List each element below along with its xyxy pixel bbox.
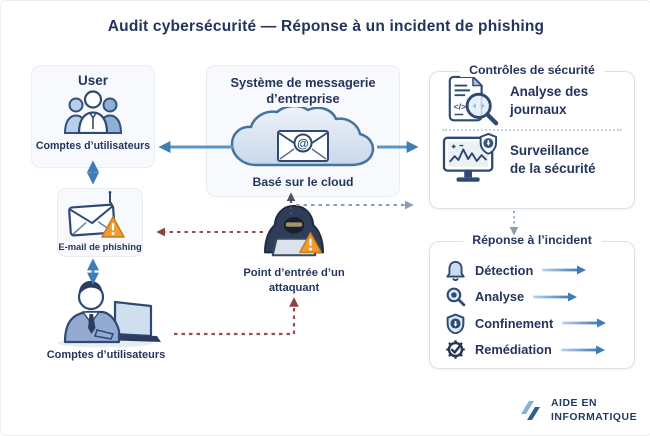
response-step-containment: Confinement [445,310,634,337]
incident-response-panel: Réponse à l’incident Détection [429,233,635,369]
bell-icon [446,260,465,281]
code-glyph: </> [454,101,467,111]
warning-triangle-icon [299,232,322,254]
label-line: Analyse des [510,84,589,100]
attacker-label-line2: attaquant [268,281,320,294]
brand-logo: AIDE EN INFORMATIQUE [519,397,637,424]
flow-arrow-icon [542,265,587,275]
messaging-title-line2: d’entreprise [266,90,340,106]
messaging-title-line1: Système de messagerie [230,75,376,90]
phishing-email-label: E-mail de phishing [58,241,142,252]
response-step-label: Confinement [475,315,554,331]
messaging-caption: Basé sur le cloud [252,175,354,189]
shield-badge-icon [479,132,498,155]
users-group-icon [63,90,123,135]
messaging-system-box: Système de messagerie d’entreprise @ Bas… [206,65,400,197]
response-steps: Détection Analyse [430,242,634,363]
at-symbol: @ [297,137,309,151]
employee-laptop-icon [57,280,161,348]
response-step-label: Remédiation [475,342,552,358]
user-box-title: User [77,73,109,88]
attacker-label: Point d’entrée d’un attaquant [234,266,354,295]
user-box: User Comptes d’utilisateurs [31,65,155,168]
user-box-caption: Comptes d’utilisateurs [35,140,151,152]
arrow-workstation-to-attacker [174,297,299,336]
logo-line1: AIDE EN [551,398,597,409]
gear-check-icon [446,340,465,359]
security-monitoring-icon [442,132,498,182]
flow-arrow-icon [562,318,607,328]
phishing-email-box: E-mail de phishing [57,188,143,257]
response-step-remediation: Remédiation [445,337,634,364]
shield-icon [446,313,465,334]
security-controls-title: Contrôles de sécurité [460,63,604,77]
response-step-label: Détection [475,262,534,278]
incident-response-title: Réponse à l’incident [463,233,601,247]
logo-line2: INFORMATIQUE [551,411,638,423]
response-step-label: Analyse [475,289,525,305]
label-line: journaux [510,101,567,117]
flow-arrow-icon [560,345,605,355]
attacker-label-line1: Point d’entrée d’un [243,267,345,279]
page-title: Audit cybersécurité — Réponse à un incid… [107,18,545,35]
control-item-log-analysis: </> Analyse des journaux [430,72,634,129]
controls-divider [442,129,622,131]
warning-triangle-icon [101,216,125,238]
logo-icon [521,401,540,421]
label-line: de la sécurité [510,160,596,176]
security-controls-panel: Contrôles de sécurité </> Analyse des jo… [429,63,635,209]
response-step-analysis: Analyse [445,284,634,311]
log-analysis-icon: </> [448,74,499,125]
hacker-icon [264,204,324,257]
label-line: Surveillance [510,143,589,159]
control-item-monitoring: Surveillance de la sécurité [430,131,634,188]
magnifier-icon [446,287,466,307]
phishing-envelope-icon [68,191,125,238]
flow-arrow-icon [533,292,578,302]
response-step-detection: Détection [445,257,634,284]
control-item-label: Surveillance de la sécurité [510,142,596,176]
workstation-caption: Comptes d’utilisateurs [46,349,166,361]
messaging-title: Système de messagerie d’entreprise [207,75,399,106]
control-item-label: Analyse des journaux [510,83,588,117]
logo-text: AIDE EN INFORMATIQUE [551,397,637,424]
cloud-mail-icon: @ [230,105,375,167]
